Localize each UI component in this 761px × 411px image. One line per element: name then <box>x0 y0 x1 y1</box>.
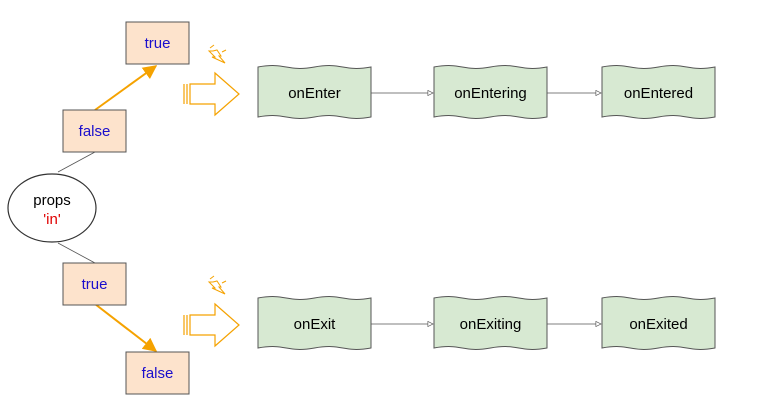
callback-on-entered: onEntered <box>601 65 716 119</box>
lower-true-label: true <box>82 276 108 293</box>
lower-true-state: true <box>62 262 127 306</box>
upper-true-label: true <box>145 35 171 52</box>
false-to-true-arrow <box>94 65 158 111</box>
lightning-bolt-icon <box>207 275 227 295</box>
callback-on-exited-label: onExited <box>629 316 687 333</box>
upper-false-state: false <box>62 109 127 153</box>
callback-on-entering: onEntering <box>433 65 548 119</box>
lower-false-label: false <box>142 365 174 382</box>
props-to-true-line <box>57 242 96 264</box>
callback-on-exiting-label: onExiting <box>460 316 522 333</box>
hollow-arrow-icon <box>189 302 240 348</box>
callback-on-entering-label: onEntering <box>454 85 527 102</box>
props-to-false-line <box>57 151 96 173</box>
lightning-bolt-icon <box>207 44 227 64</box>
enter-trigger <box>183 44 240 117</box>
callback-on-enter-label: onEnter <box>288 85 341 102</box>
callback-on-exiting: onExiting <box>433 296 548 350</box>
callback-on-exit-label: onExit <box>294 316 337 333</box>
true-to-false-arrow <box>94 303 158 352</box>
hollow-arrow-icon <box>189 71 240 117</box>
props-in-node: props 'in' <box>7 173 97 243</box>
callback-on-exit: onExit <box>257 296 372 350</box>
in-prop-label: 'in' <box>43 211 61 228</box>
upper-false-label: false <box>79 123 111 140</box>
exit-trigger <box>183 275 240 348</box>
lower-false-state: false <box>125 351 190 395</box>
props-label: props <box>33 192 71 209</box>
callback-on-entered-label: onEntered <box>624 85 693 102</box>
upper-true-state: true <box>125 21 190 65</box>
callback-on-exited: onExited <box>601 296 716 350</box>
callback-on-enter: onEnter <box>257 65 372 119</box>
